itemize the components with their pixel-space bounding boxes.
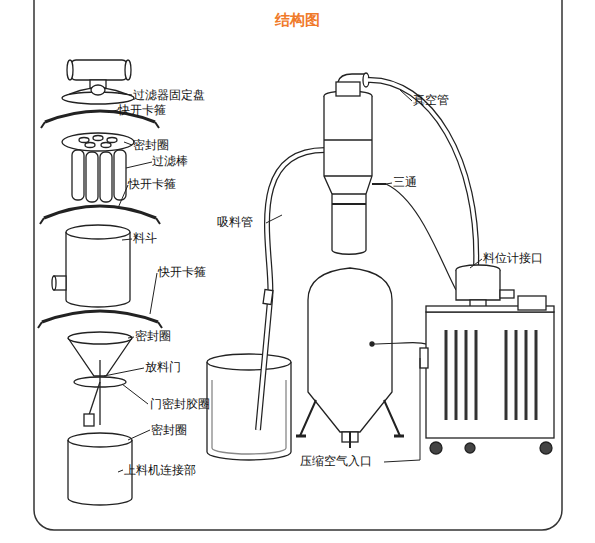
part-label: 过滤器固定盘 xyxy=(133,88,205,102)
leader-lines xyxy=(104,90,482,472)
part-label: 三通 xyxy=(393,175,417,189)
part-label: 密封圈 xyxy=(151,423,187,437)
part-label: 压缩空气入口 xyxy=(300,454,372,468)
part-label: 快开卡箍 xyxy=(118,103,166,117)
part-label: 快开卡箍 xyxy=(158,265,206,279)
part-label: 过滤棒 xyxy=(152,154,188,168)
exploded-view xyxy=(38,60,162,505)
assembled-loader xyxy=(207,73,554,460)
card-frame xyxy=(34,0,562,530)
part-label: 密封圈 xyxy=(133,138,169,152)
title: 结构图 xyxy=(275,11,320,30)
part-label: 门密封胶圈 xyxy=(150,397,210,411)
part-label: 吸料管 xyxy=(217,215,253,229)
part-label: 料位计接口 xyxy=(483,251,543,265)
part-label: 真空管 xyxy=(413,93,449,107)
part-label: 上料机连接部 xyxy=(124,463,196,477)
part-label: 密封圈 xyxy=(135,329,171,343)
part-label: 料斗 xyxy=(133,231,157,245)
part-label: 快开卡箍 xyxy=(128,177,176,191)
part-label: 放料门 xyxy=(145,360,181,374)
